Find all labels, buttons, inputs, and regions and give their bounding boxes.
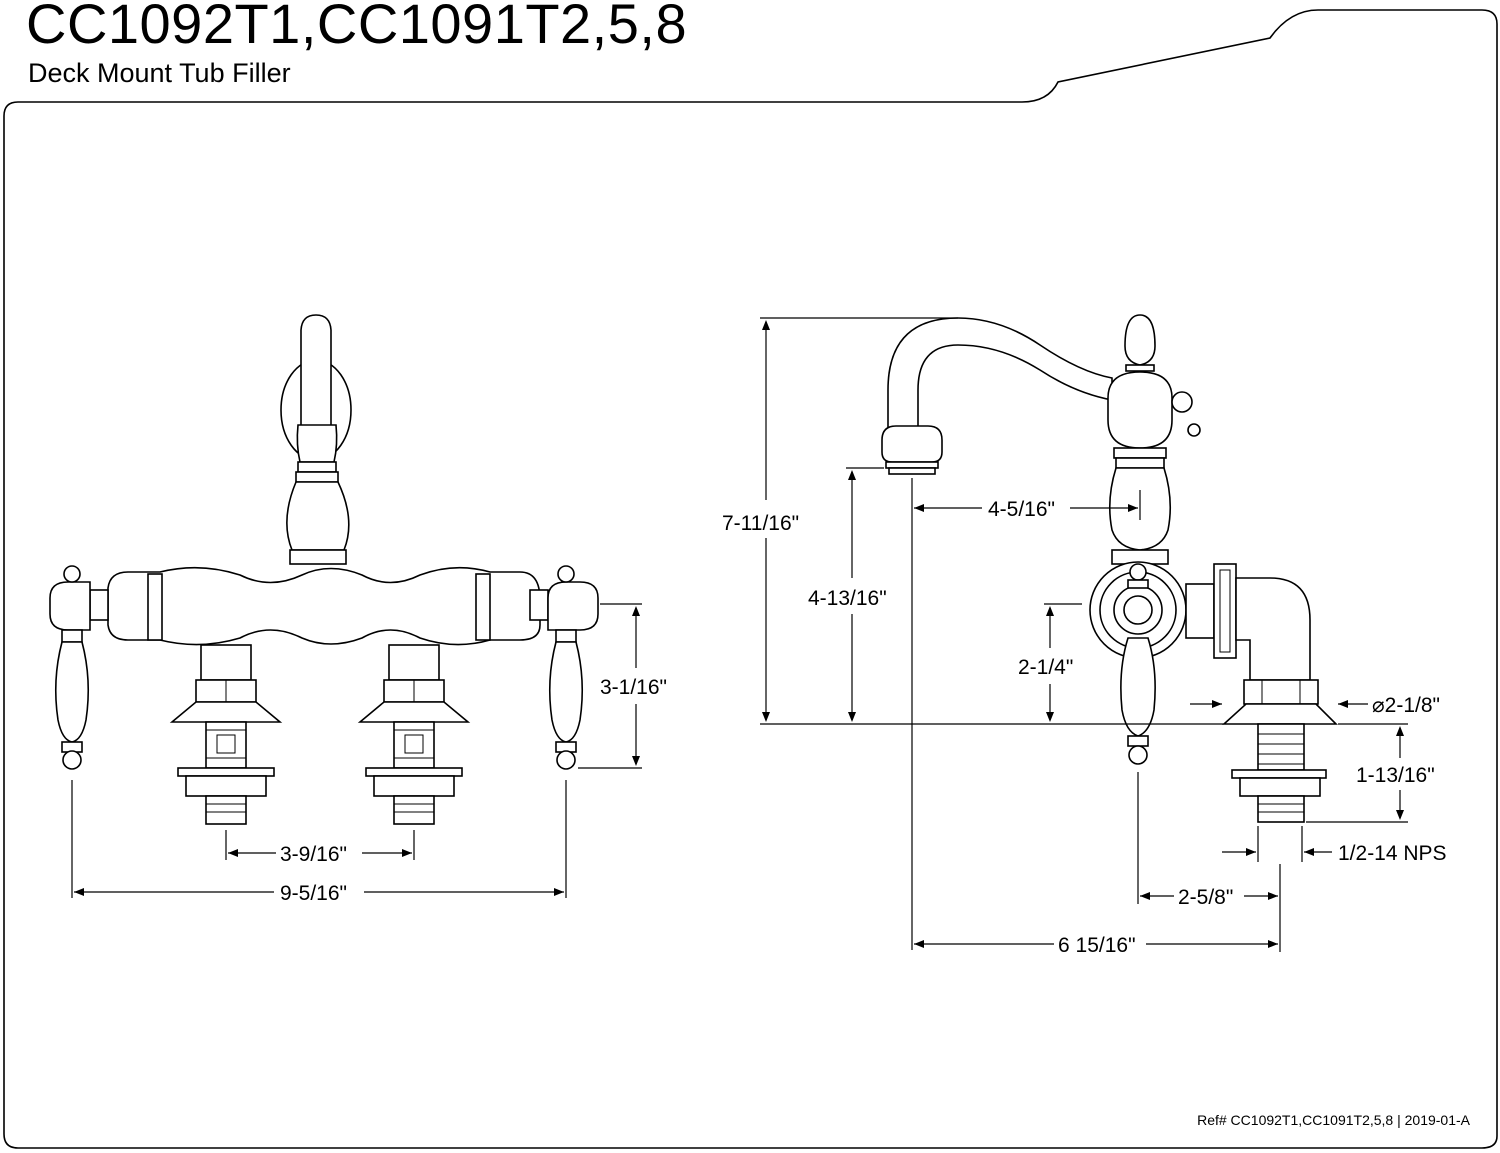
dim-handle-offset: 2-5/8" (1178, 886, 1233, 909)
dim-thread-size: 1/2-14 NPS (1338, 842, 1447, 865)
dim-inlet-spacing: 3-9/16" (280, 843, 347, 866)
page-title: CC1092T1,CC1091T2,5,8 (26, 0, 688, 55)
dim-handle-height: 3-1/16" (600, 676, 667, 699)
page-subtitle: Deck Mount Tub Filler (28, 58, 291, 88)
reference-number: Ref# CC1092T1,CC1091T2,5,8 | 2019-01-A (1197, 1112, 1470, 1128)
side-view-dimensions (760, 317, 1408, 952)
dim-flange-diameter: ⌀2-1/8" (1372, 694, 1440, 717)
dim-overall-height: 7-11/16" (722, 512, 799, 535)
dim-overall-width: 9-5/16" (280, 882, 347, 905)
front-view (49, 314, 599, 825)
dim-spout-height: 4-13/16" (808, 587, 887, 610)
dim-spout-reach: 4-5/16" (988, 498, 1055, 521)
side-view (881, 314, 1338, 823)
dim-overall-depth: 6 15/16" (1058, 934, 1136, 957)
page-border (3, 9, 1498, 1149)
front-view-dimensions (71, 603, 642, 898)
dim-body-height: 2-1/4" (1018, 656, 1073, 679)
dim-shank-length: 1-13/16" (1356, 764, 1435, 787)
